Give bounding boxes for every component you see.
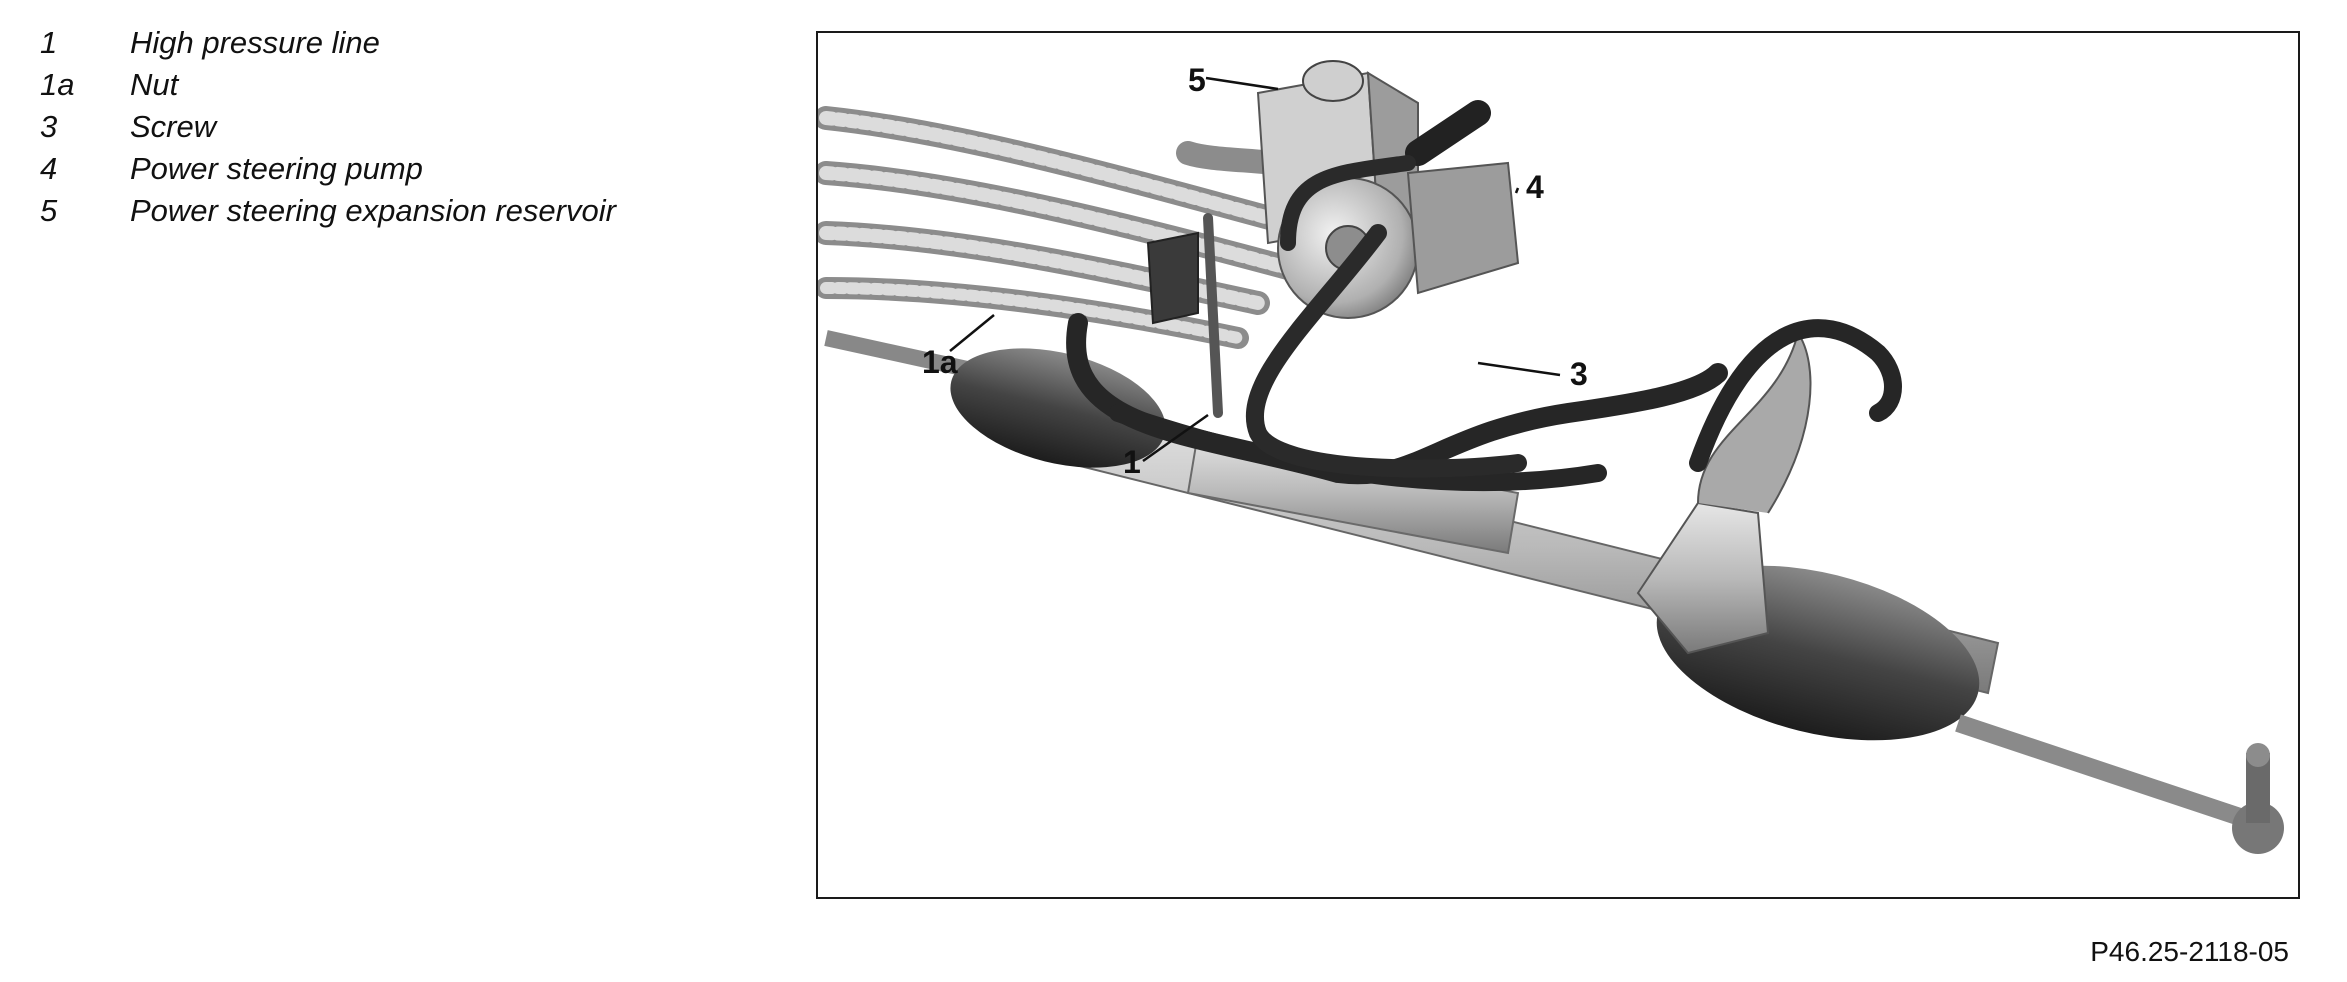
callout-3: 3 <box>1570 356 1588 392</box>
legend-number: 1 <box>40 25 58 60</box>
rack-boot-left <box>950 348 1166 468</box>
supply-hose <box>1280 155 1416 251</box>
figure-code: P46.25-2118-05 <box>2090 936 2289 967</box>
hose-bracket <box>1146 231 1199 325</box>
steering-system-illustration: 5 4 1a 3 1 <box>818 60 2284 854</box>
cooler-coil <box>819 226 1265 310</box>
legend-text: Power steering expansion reservoir <box>130 193 616 228</box>
pressure-hose <box>1245 224 1527 478</box>
legend-item: 1 High pressure line <box>40 22 616 64</box>
legend-item: 1a Nut <box>40 64 616 106</box>
reservoir-cap <box>1302 60 1364 102</box>
leader-line-4 <box>1514 187 1520 194</box>
valve-hose <box>1689 319 1902 472</box>
leader-line-3 <box>1477 361 1561 377</box>
legend-text: Nut <box>130 67 179 102</box>
leader-line-1a <box>949 314 995 352</box>
legend-number: 5 <box>40 193 58 228</box>
tie-rod-end <box>2232 743 2284 854</box>
tie-rod-right <box>1955 714 2261 832</box>
hoses <box>1066 155 1902 492</box>
legend-text: Power steering pump <box>130 151 423 186</box>
cooler-bracket <box>1203 213 1223 418</box>
callout-1a: 1a <box>922 344 958 380</box>
leader-line-1 <box>1142 413 1209 463</box>
leader-lines <box>949 76 1561 463</box>
legend-text: High pressure line <box>130 25 380 60</box>
legend-item: 5 Power steering expansion reservoir <box>40 190 616 232</box>
cooler-coil <box>819 166 1295 275</box>
legend-number: 3 <box>40 109 58 144</box>
legend-item: 3 Screw <box>40 106 616 148</box>
power-steering-pump <box>1277 100 1520 319</box>
callout-1: 1 <box>1123 444 1141 480</box>
callout-4: 4 <box>1526 169 1544 205</box>
legend-text: Screw <box>130 109 217 144</box>
legend-number: 4 <box>40 151 58 186</box>
cooler-coil <box>820 282 1244 344</box>
illustration-frame: 5 4 1a 3 1 <box>816 31 2300 899</box>
legend-item: 4 Power steering pump <box>40 148 616 190</box>
legend-number: 1a <box>40 67 75 102</box>
cooler-coil <box>819 111 1295 230</box>
leader-line-5 <box>1205 76 1279 91</box>
legend: 1 High pressure line 1a Nut 3 Screw 4 Po… <box>40 22 616 232</box>
callout-5: 5 <box>1188 62 1206 98</box>
